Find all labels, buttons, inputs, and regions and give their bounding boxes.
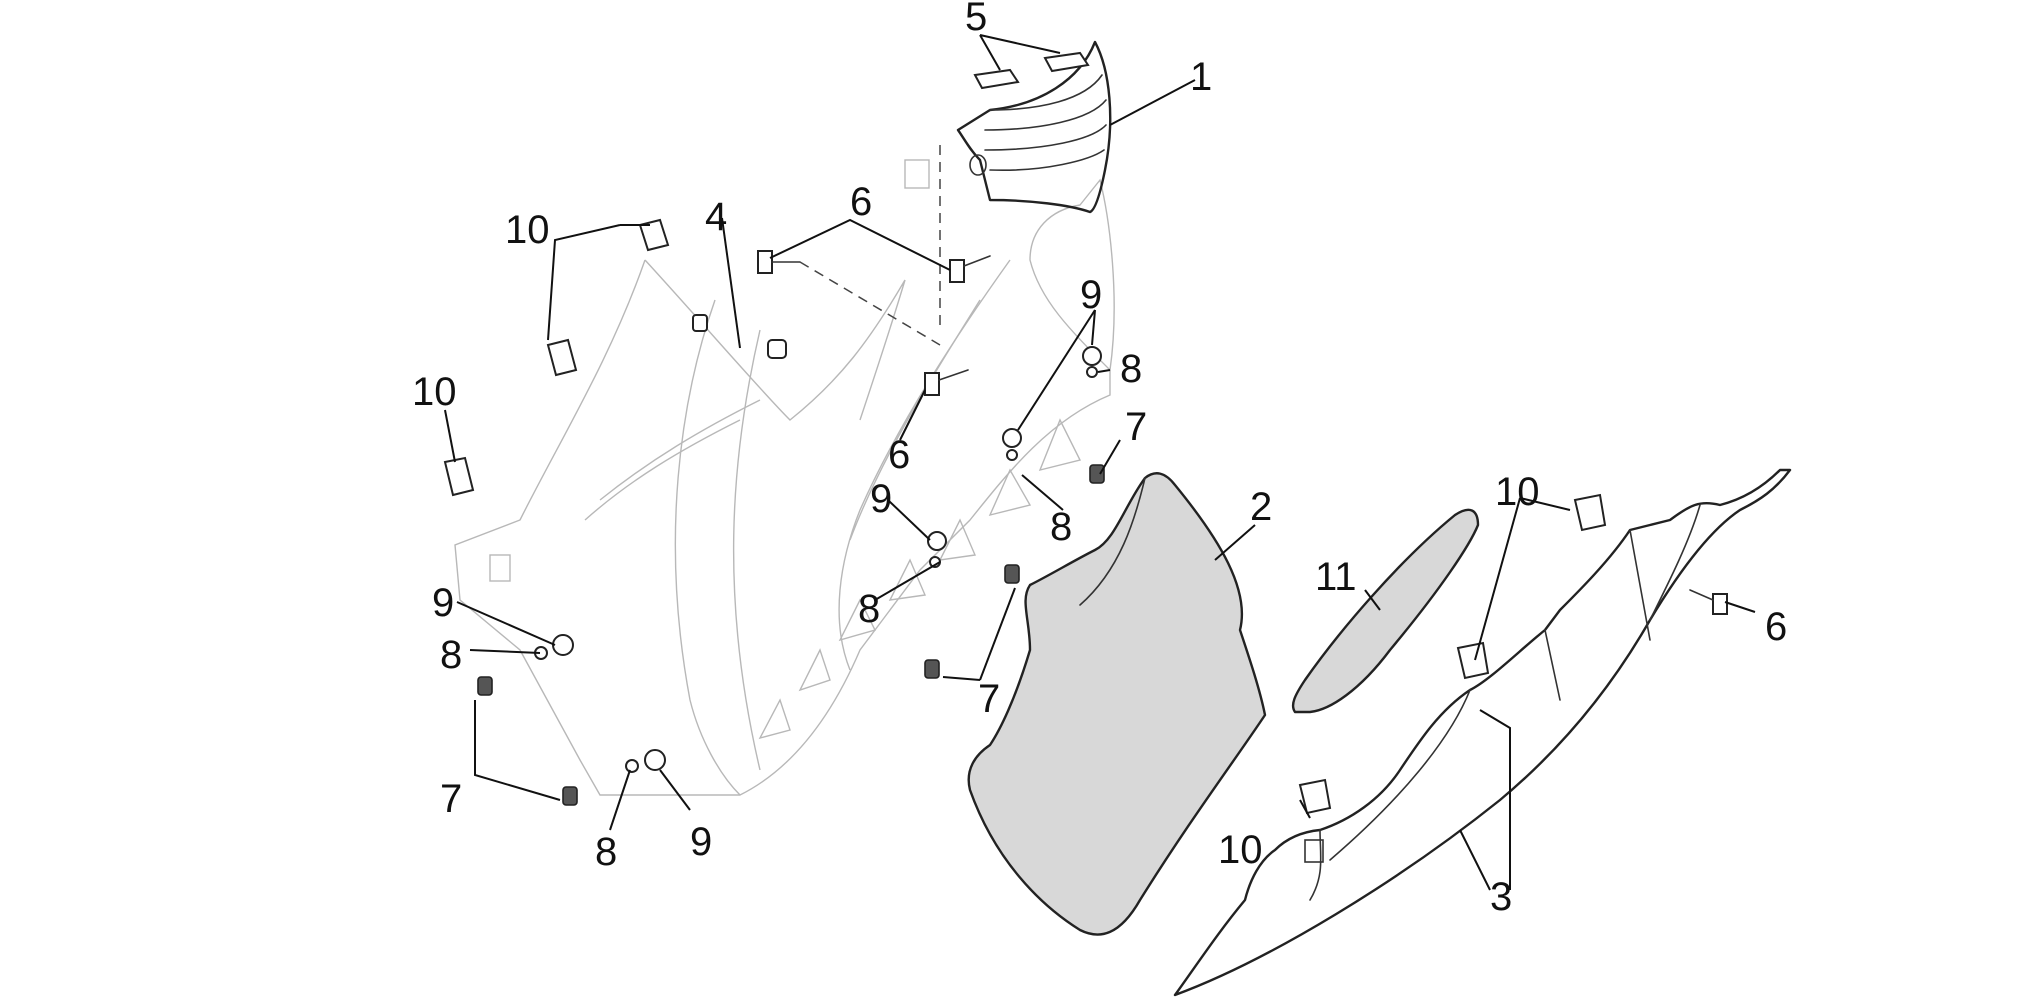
label-part-10-right-top: 10 [1495,470,1540,514]
label-part-6-middle: 6 [888,433,910,477]
label-part-7-middle: 7 [978,677,1000,721]
label-part-10-right-bottom: 10 [1218,828,1263,872]
label-part-10-left-top: 10 [505,208,550,252]
label-part-8-middle: 8 [1050,505,1072,549]
part-10-clips [443,218,1607,815]
fairing-body [454,159,1115,796]
label-part-5: 5 [965,0,987,39]
part-3-side-cover [1173,468,1792,997]
label-part-8-top: 8 [1120,347,1142,391]
part-1-cover [956,40,1112,214]
label-part-8-bottom: 8 [595,830,617,874]
part-11-strip [1291,508,1480,714]
label-part-8-lower: 8 [858,587,880,631]
label-part-10-left: 10 [412,370,457,414]
label-part-9-left: 9 [432,581,454,625]
label-part-9-middle: 9 [870,477,892,521]
part-2-panel [967,472,1267,936]
leader-lines [444,34,1756,891]
label-part-7-top: 7 [1125,405,1147,449]
label-part-6-right: 6 [1765,605,1787,649]
label-part-4: 4 [705,195,727,239]
label-part-11: 11 [1315,555,1357,599]
label-part-9-top: 9 [1080,273,1102,317]
label-part-9-bottom: 9 [690,820,712,864]
fasteners [477,145,1728,806]
label-part-8-left: 8 [440,633,462,677]
callout-labels: 1 5 2 11 10 10 6 3 4 6 6 9 8 7 8 9 8 7 1… [412,0,1787,919]
label-part-7-left: 7 [440,777,462,821]
label-part-1: 1 [1190,55,1212,99]
label-part-3: 3 [1490,875,1512,919]
label-part-2: 2 [1250,485,1272,529]
label-part-6-top: 6 [850,180,872,224]
part-5-clips [973,51,1090,90]
